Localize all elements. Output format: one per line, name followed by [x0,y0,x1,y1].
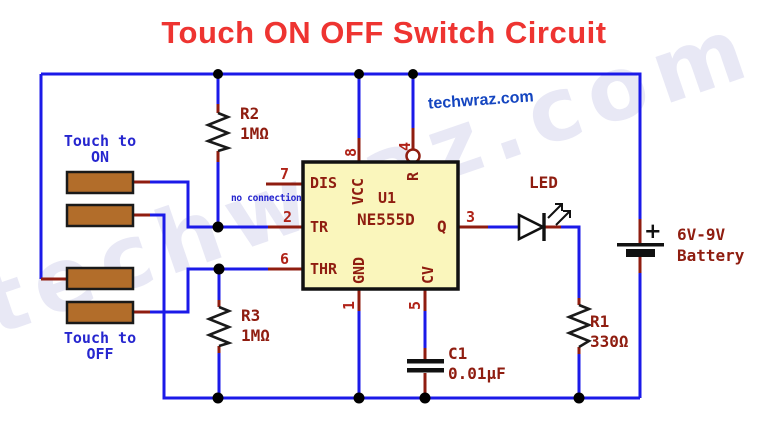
led-triangle [517,212,546,242]
c1-value: 0.01µF [448,364,506,383]
touch-plates [65,170,135,325]
pin-name-vcc: VCC [349,177,367,205]
wire-led-r1 [561,225,581,298]
led-icon [517,203,571,242]
battery-negative-plate [626,249,655,257]
resistor-r1-icon [565,303,593,349]
pin-name-gnd: GND [350,256,368,284]
battery-icon [617,243,664,257]
ic-ne555-body [301,160,460,291]
page-title: Touch ON OFF Switch Circuit [161,15,607,50]
ic-ref: U1 [378,189,397,207]
wire-gnd-rail [150,213,640,400]
battery-plus-sign: + [644,219,662,243]
touch-on-line2: ON [90,148,110,166]
pin-name-dis: DIS [310,174,338,192]
battery-voltage: 6V-9V [677,225,726,244]
touch-on-label: Touch to ON [56,133,144,165]
wire-plate4-thr [150,267,268,314]
wire-plate1-tr [150,180,268,229]
touch-off-plate-1[interactable] [65,266,135,291]
led-arrows [547,203,571,226]
r3-value: 1MΩ [241,326,270,345]
pin-name-q: Q [437,217,447,236]
touch-off-plate-2[interactable] [65,300,135,325]
led-label: LED [529,173,558,192]
touch-off-line1: Touch to [63,329,137,347]
touch-off-label: Touch to OFF [56,330,144,362]
touch-off-line2: OFF [86,345,114,363]
no-connection-note: no connection [231,193,302,204]
r1-ref: R1 [590,312,610,331]
resistor-r3-icon [205,305,233,348]
resistor-r2-icon [204,111,233,153]
pin-stubs [41,104,642,396]
capacitor-c1-icon [407,359,444,373]
pin-number-3: 3 [466,208,476,226]
c1-ref: C1 [448,344,468,363]
pin-name-reset: R [404,171,422,181]
pin-number-5: 5 [406,300,424,310]
junction-dots [212,69,585,404]
wire-net [39,72,642,400]
pin-number-7: 7 [280,165,290,183]
pin-name-tr: TR [310,218,329,236]
r2-value: 1MΩ [240,124,269,143]
wire-top-rail [41,72,642,219]
touch-on-line1: Touch to [63,132,137,150]
touch-on-plate-1[interactable] [65,170,135,195]
ic-part: NE555D [357,210,415,229]
battery-positive-plate [617,243,664,247]
pin-number-2: 2 [283,208,293,226]
r3-ref: R3 [241,306,261,325]
touch-on-plate-2[interactable] [65,203,135,228]
pin-number-6: 6 [280,250,290,268]
pin-number-1: 1 [340,300,358,310]
pin-number-8: 8 [342,147,360,157]
pin-name-cv: CV [419,265,437,284]
r2-ref: R2 [240,104,260,123]
battery-label: Battery [677,246,745,265]
r1-value: 330Ω [590,332,629,351]
pin-number-4: 4 [396,141,414,151]
pin-name-thr: THR [310,260,338,278]
